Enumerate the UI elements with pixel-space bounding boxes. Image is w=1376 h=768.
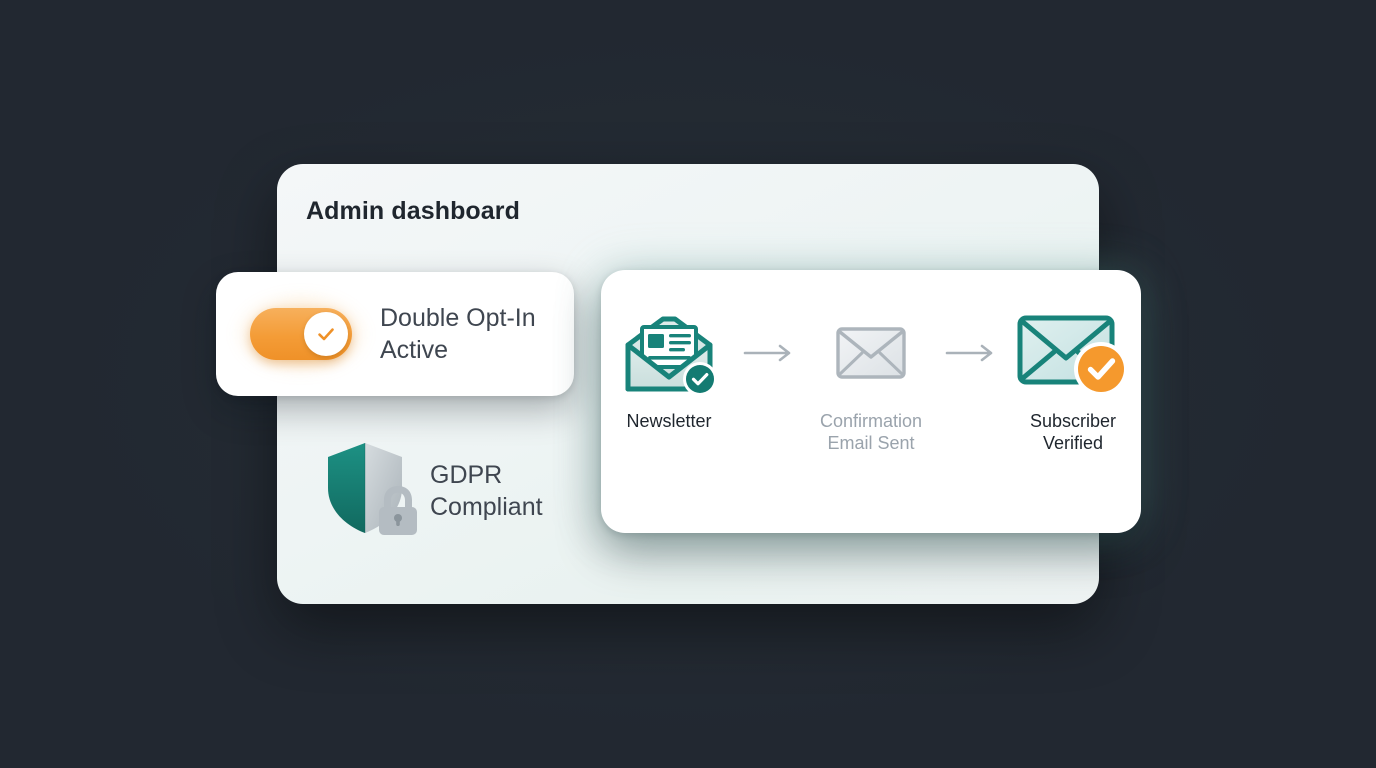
flow-caption-confirmation: Confirmation Email Sent	[819, 411, 923, 453]
open-envelope-newsletter-icon	[616, 312, 722, 396]
gdpr-compliance-row: GDPR Compliant	[322, 440, 543, 541]
double-optin-card[interactable]: Double Opt-In Active	[216, 272, 574, 396]
arrow-right-icon	[739, 312, 801, 394]
gdpr-label: GDPR Compliant	[430, 460, 543, 521]
closed-envelope-icon	[835, 312, 907, 394]
flow-step-confirmation: Confirmation Email Sent	[801, 312, 941, 454]
toggle-track[interactable]	[250, 308, 352, 360]
double-optin-toggle[interactable]	[234, 292, 368, 376]
toggle-knob[interactable]	[304, 312, 348, 356]
optin-flow-card: Newsletter	[601, 270, 1141, 533]
page-title: Admin dashboard	[306, 197, 521, 225]
check-badge-icon	[1074, 342, 1128, 396]
flow-step-newsletter: Newsletter	[599, 312, 739, 432]
double-optin-label: Double Opt-In Active	[380, 304, 536, 364]
flow-step-subscriber: Subscriber Verified	[1003, 312, 1143, 454]
check-badge-icon	[683, 362, 717, 396]
lock-icon	[372, 482, 424, 543]
envelope-verified-icon	[1014, 312, 1132, 396]
check-icon	[318, 328, 334, 341]
arrow-right-icon	[941, 312, 1003, 394]
flow-caption-subscriber: Subscriber Verified	[1029, 411, 1117, 453]
flow-caption-newsletter: Newsletter	[626, 411, 712, 431]
